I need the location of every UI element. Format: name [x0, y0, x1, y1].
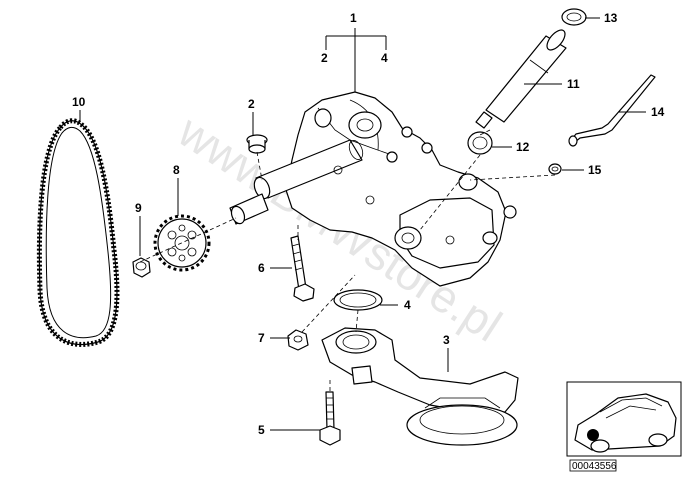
sprocket-gear [153, 214, 211, 272]
o-ring [333, 289, 383, 311]
callout-5: 5 [258, 423, 265, 437]
callout-1: 1 [350, 11, 357, 25]
timing-chain [36, 118, 120, 347]
plug-screw [246, 134, 268, 154]
callout-4-upper: 4 [381, 51, 388, 65]
hex-bolt [290, 235, 315, 302]
callout-15: 15 [588, 163, 602, 177]
callout-11: 11 [567, 77, 580, 91]
dipstick-tube [475, 29, 567, 129]
car-location-thumbnail: 00043556 [566, 381, 682, 472]
reference-number: 00043556 [572, 461, 617, 472]
callout-2-upper: 2 [321, 51, 328, 65]
callout-8: 8 [173, 163, 180, 177]
callout-10: 10 [72, 95, 86, 109]
callout-14: 14 [651, 105, 665, 119]
callout-12: 12 [516, 140, 530, 154]
suction-pipe [321, 327, 519, 446]
seal-ring [467, 131, 493, 155]
small-o-ring [548, 163, 562, 175]
leader-lines [79, 17, 646, 431]
dipstick [568, 74, 656, 147]
flange-nut [287, 329, 309, 351]
long-bolt [319, 391, 341, 446]
location-marker [587, 429, 599, 441]
callout-7: 7 [258, 331, 265, 345]
seal-ring-top [561, 8, 587, 26]
callout-4: 4 [404, 298, 411, 312]
hex-nut [132, 257, 151, 278]
callout-13: 13 [604, 11, 618, 25]
callout-9: 9 [135, 201, 142, 215]
callout-3: 3 [443, 333, 450, 347]
callout-6: 6 [258, 261, 265, 275]
callout-2: 2 [248, 97, 255, 111]
oil-pump-housing [229, 91, 517, 287]
assembly-guide-lines [139, 129, 556, 392]
